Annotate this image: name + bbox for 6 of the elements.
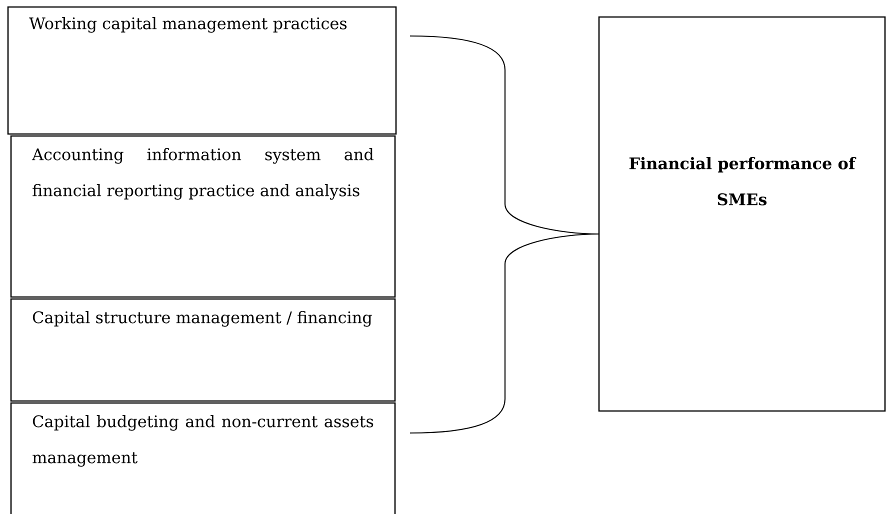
factor-box: Capital structure management / financing — [10, 298, 396, 402]
factor-box: Accounting information system and financial reporting practice and analysis — [10, 135, 396, 298]
brace-connector — [410, 233, 600, 434]
factor-box: Capital budgeting and non-current assets management — [10, 402, 396, 514]
factor-box: Working capital management practices — [7, 6, 397, 135]
result-box: Financial performance of SMEs — [598, 16, 886, 412]
